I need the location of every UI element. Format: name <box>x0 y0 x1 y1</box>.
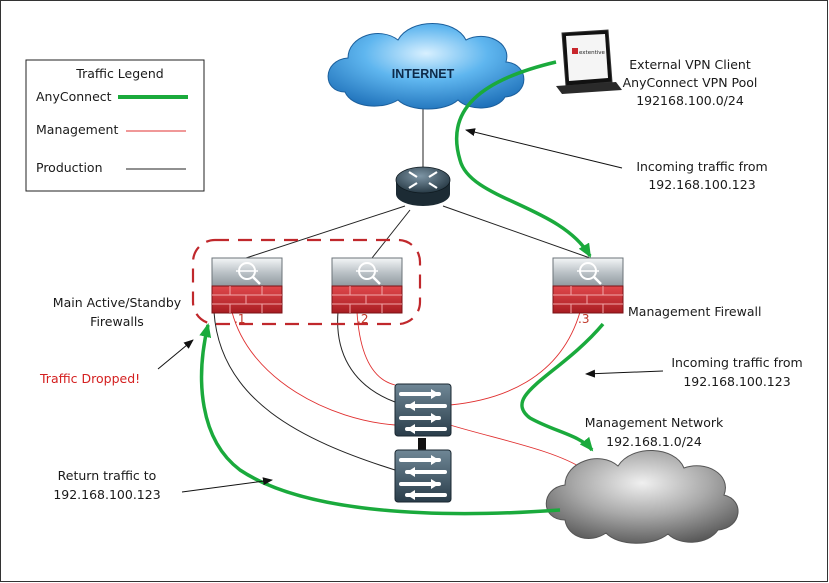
production-links <box>213 108 591 471</box>
anyconnect-mgmt-path <box>520 322 605 452</box>
link-fw1-switch2 <box>213 311 396 471</box>
incoming-mid-labels: Incoming traffic from 192.168.100.123 <box>671 355 802 389</box>
port-label-fw1: .1 <box>234 312 245 326</box>
management-network-line2: 192.168.1.0/24 <box>606 434 702 449</box>
main-firewalls-line2: Firewalls <box>90 314 144 329</box>
vpn-client-labels: External VPN Client AnyConnect VPN Pool … <box>623 57 758 108</box>
mgmt-switch1-cloud <box>449 424 586 471</box>
stack-link <box>418 438 426 452</box>
management-cloud-icon <box>545 450 739 544</box>
legend-anyconnect-label: AnyConnect <box>36 89 112 104</box>
vpn-client-line3: 192168.100.0/24 <box>636 93 744 108</box>
firewall-cluster-outline <box>191 238 422 326</box>
incoming-top-line1: Incoming traffic from <box>636 159 767 174</box>
switch-1-icon <box>394 383 452 437</box>
traffic-legend: Traffic Legend AnyConnect Management Pro… <box>25 59 205 192</box>
arrow-incoming-mid <box>585 369 664 378</box>
arrow-return-traffic <box>181 477 273 493</box>
port-label-fw3: .3 <box>578 312 589 326</box>
return-traffic-labels: Return traffic to 192.168.100.123 <box>53 468 160 502</box>
laptop-icon: extentive <box>556 29 622 94</box>
link-router-fw1 <box>245 205 406 259</box>
return-traffic-line2: 192.168.100.123 <box>53 487 160 502</box>
arrow-traffic-dropped <box>157 339 194 370</box>
firewall-2-icon <box>331 257 403 314</box>
legend-production-label: Production <box>36 160 103 175</box>
management-network-line1: Management Network <box>585 415 724 430</box>
incoming-mid-line2: 192.168.100.123 <box>683 374 790 389</box>
vpn-client-line1: External VPN Client <box>629 57 751 72</box>
port-label-fw2: .2 <box>357 312 368 326</box>
main-firewalls-labels: Main Active/Standby Firewalls <box>53 295 182 329</box>
annotation-arrows <box>157 128 664 493</box>
vpn-client-line2: AnyConnect VPN Pool <box>623 75 758 90</box>
return-traffic-line1: Return traffic to <box>58 468 157 483</box>
legend-title: Traffic Legend <box>75 66 163 81</box>
incoming-mid-line1: Incoming traffic from <box>671 355 802 370</box>
mgmt-fw2-switch1 <box>356 311 396 386</box>
management-links <box>231 311 586 471</box>
incoming-top-line2: 192.168.100.123 <box>648 177 755 192</box>
incoming-top-labels: Incoming traffic from 192.168.100.123 <box>636 159 767 192</box>
link-router-fw3 <box>442 205 591 259</box>
management-firewall-label: Management Firewall <box>628 304 761 319</box>
router-icon <box>395 166 451 206</box>
legend-management-label: Management <box>36 122 118 137</box>
internet-cloud: INTERNET <box>327 23 525 110</box>
arrow-incoming-top <box>465 128 623 169</box>
firewall-1-icon <box>211 257 283 314</box>
mgmt-fw1-switch1 <box>231 311 396 426</box>
laptop-brand: extentive <box>579 50 606 56</box>
switch-2-icon <box>394 449 452 503</box>
mgmt-fw3-switch1 <box>449 311 581 406</box>
traffic-dropped-label: Traffic Dropped! <box>39 371 140 386</box>
firewall-3-icon <box>552 257 624 314</box>
anyconnect-incoming-path <box>454 60 592 258</box>
link-router-fw2 <box>371 209 411 259</box>
main-firewalls-line1: Main Active/Standby <box>53 295 182 310</box>
management-network-labels: Management Network 192.168.1.0/24 <box>585 415 724 449</box>
internet-label: INTERNET <box>392 67 455 81</box>
